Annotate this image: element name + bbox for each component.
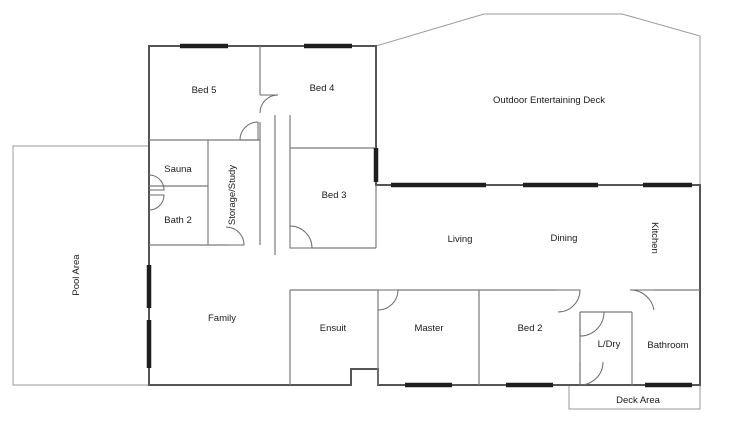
room-label-family: Family xyxy=(208,313,236,324)
room-label-living: Living xyxy=(448,234,473,245)
windows xyxy=(146,43,692,388)
outdoor-deck-outline xyxy=(375,13,701,185)
room-label-pool: Pool Area xyxy=(71,254,82,296)
room-label-sauna: Sauna xyxy=(164,164,192,175)
room-label-ldry: L/Dry xyxy=(598,339,621,350)
room-label-master: Master xyxy=(414,323,443,334)
room-label-bed3: Bed 3 xyxy=(322,190,347,201)
room-label-deck-area: Deck Area xyxy=(616,395,661,406)
interior-walls xyxy=(149,46,700,385)
room-label-bath2: Bath 2 xyxy=(164,215,191,226)
room-label-dining: Dining xyxy=(551,233,578,244)
room-label-bathroom: Bathroom xyxy=(647,340,688,351)
doors xyxy=(148,94,655,386)
pool-area-outline xyxy=(12,145,149,386)
room-label-storage: Storage/Study xyxy=(227,165,238,225)
room-label-kitchen: Kitchen xyxy=(649,222,660,254)
room-label-ensuit: Ensuit xyxy=(320,323,347,334)
room-label-bed5: Bed 5 xyxy=(192,85,217,96)
room-label-bed4: Bed 4 xyxy=(310,83,335,94)
room-label-bed2: Bed 2 xyxy=(518,323,543,334)
room-label-outdoor-deck: Outdoor Entertaining Deck xyxy=(493,95,605,106)
